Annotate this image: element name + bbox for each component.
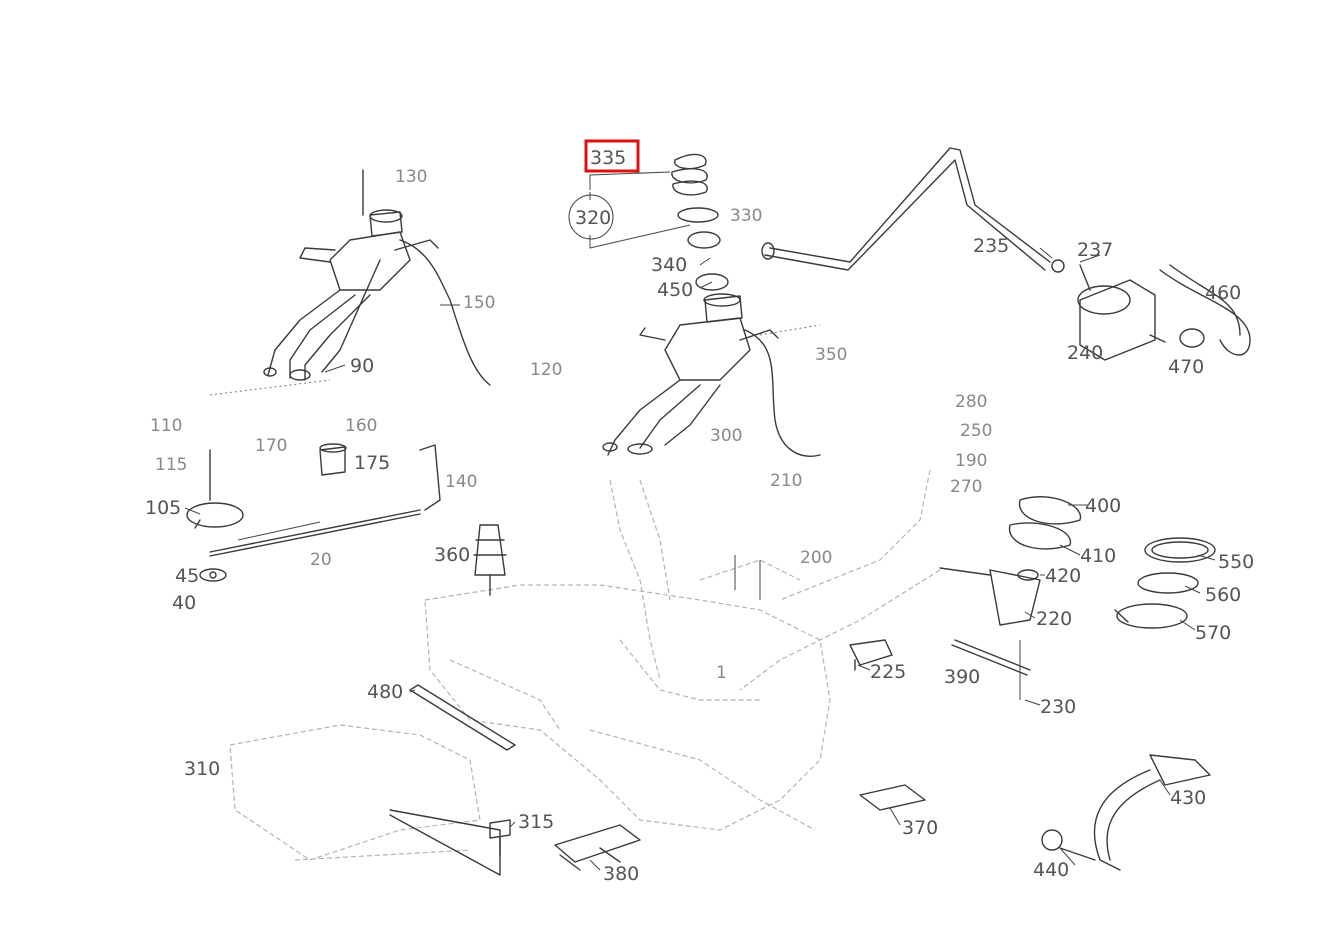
faint-label-170: 170 <box>255 436 287 456</box>
faint-label-330: 330 <box>730 206 762 226</box>
callout-420[interactable]: 420 <box>1045 565 1081 587</box>
callout-circle-320 <box>568 194 614 240</box>
highlight-box-335 <box>584 139 640 173</box>
callout-225[interactable]: 225 <box>870 661 906 683</box>
faint-label-350: 350 <box>815 345 847 365</box>
callout-315[interactable]: 315 <box>518 811 554 833</box>
callout-45[interactable]: 45 <box>175 565 199 587</box>
callout-360[interactable]: 360 <box>434 544 470 566</box>
lower-parts <box>389 684 1211 876</box>
clamp-and-rod <box>186 443 441 582</box>
faint-label-300: 300 <box>710 426 742 446</box>
fuel-tank-ghost <box>229 469 941 861</box>
fuel-line-235 <box>761 147 1051 271</box>
faint-label-120: 120 <box>530 360 562 380</box>
callout-440[interactable]: 440 <box>1033 859 1069 881</box>
callout-220[interactable]: 220 <box>1036 608 1072 630</box>
faint-labels: 130 110 170 160 115 120 140 330 350 300 … <box>150 167 992 568</box>
callout-470[interactable]: 470 <box>1168 356 1204 378</box>
callout-335[interactable]: 335 <box>590 147 626 169</box>
faint-label-110: 110 <box>150 416 182 436</box>
fuel-pump-module-center <box>602 293 821 457</box>
faint-label-130: 130 <box>395 167 427 187</box>
callout-230[interactable]: 230 <box>1040 696 1076 718</box>
hose-460 <box>1159 264 1251 356</box>
callout-237[interactable]: 237 <box>1077 239 1113 261</box>
callout-560[interactable]: 560 <box>1205 584 1241 606</box>
callout-150[interactable]: 150 <box>463 293 495 313</box>
fuel-filter-240 <box>1051 259 1166 361</box>
callout-240[interactable]: 240 <box>1067 342 1103 364</box>
faint-label-270: 270 <box>950 477 982 497</box>
faint-label-140: 140 <box>445 472 477 492</box>
callout-430[interactable]: 430 <box>1170 787 1206 809</box>
sender-unit-stack <box>939 496 1082 626</box>
callout-310[interactable]: 310 <box>184 758 220 780</box>
callout-480[interactable]: 480 <box>367 681 403 703</box>
callout-370[interactable]: 370 <box>902 817 938 839</box>
faint-label-160: 160 <box>345 416 377 436</box>
faint-label-190: 190 <box>955 451 987 471</box>
callout-235[interactable]: 235 <box>973 235 1009 257</box>
fuel-pump-module-left <box>263 169 491 386</box>
callout-380[interactable]: 380 <box>603 863 639 885</box>
faint-label-280: 280 <box>955 392 987 412</box>
callout-390[interactable]: 390 <box>944 666 980 688</box>
callout-400[interactable]: 400 <box>1085 495 1121 517</box>
callout-90[interactable]: 90 <box>350 355 374 377</box>
seal-rings <box>1114 537 1216 629</box>
faint-label-250: 250 <box>960 421 992 441</box>
callout-20[interactable]: 20 <box>310 550 332 570</box>
faint-label-210: 210 <box>770 471 802 491</box>
callout-570[interactable]: 570 <box>1195 622 1231 644</box>
callout-175[interactable]: 175 <box>354 452 390 474</box>
callout-320[interactable]: 320 <box>575 207 611 229</box>
callout-1[interactable]: 1 <box>716 663 727 683</box>
callout-410[interactable]: 410 <box>1080 545 1116 567</box>
callout-450[interactable]: 450 <box>657 279 693 301</box>
callout-105[interactable]: 105 <box>145 497 181 519</box>
callout-340[interactable]: 340 <box>651 254 687 276</box>
sensor-225 <box>849 639 1031 700</box>
faint-label-115: 115 <box>155 455 187 475</box>
callout-550[interactable]: 550 <box>1218 551 1254 573</box>
faint-label-200: 200 <box>800 548 832 568</box>
callout-labels: 335 320 340 450 235 237 240 460 470 150 … <box>145 147 1254 885</box>
spring-335-part <box>671 153 729 291</box>
callout-460[interactable]: 460 <box>1205 282 1241 304</box>
damper-360 <box>473 524 507 596</box>
callout-40[interactable]: 40 <box>172 592 196 614</box>
